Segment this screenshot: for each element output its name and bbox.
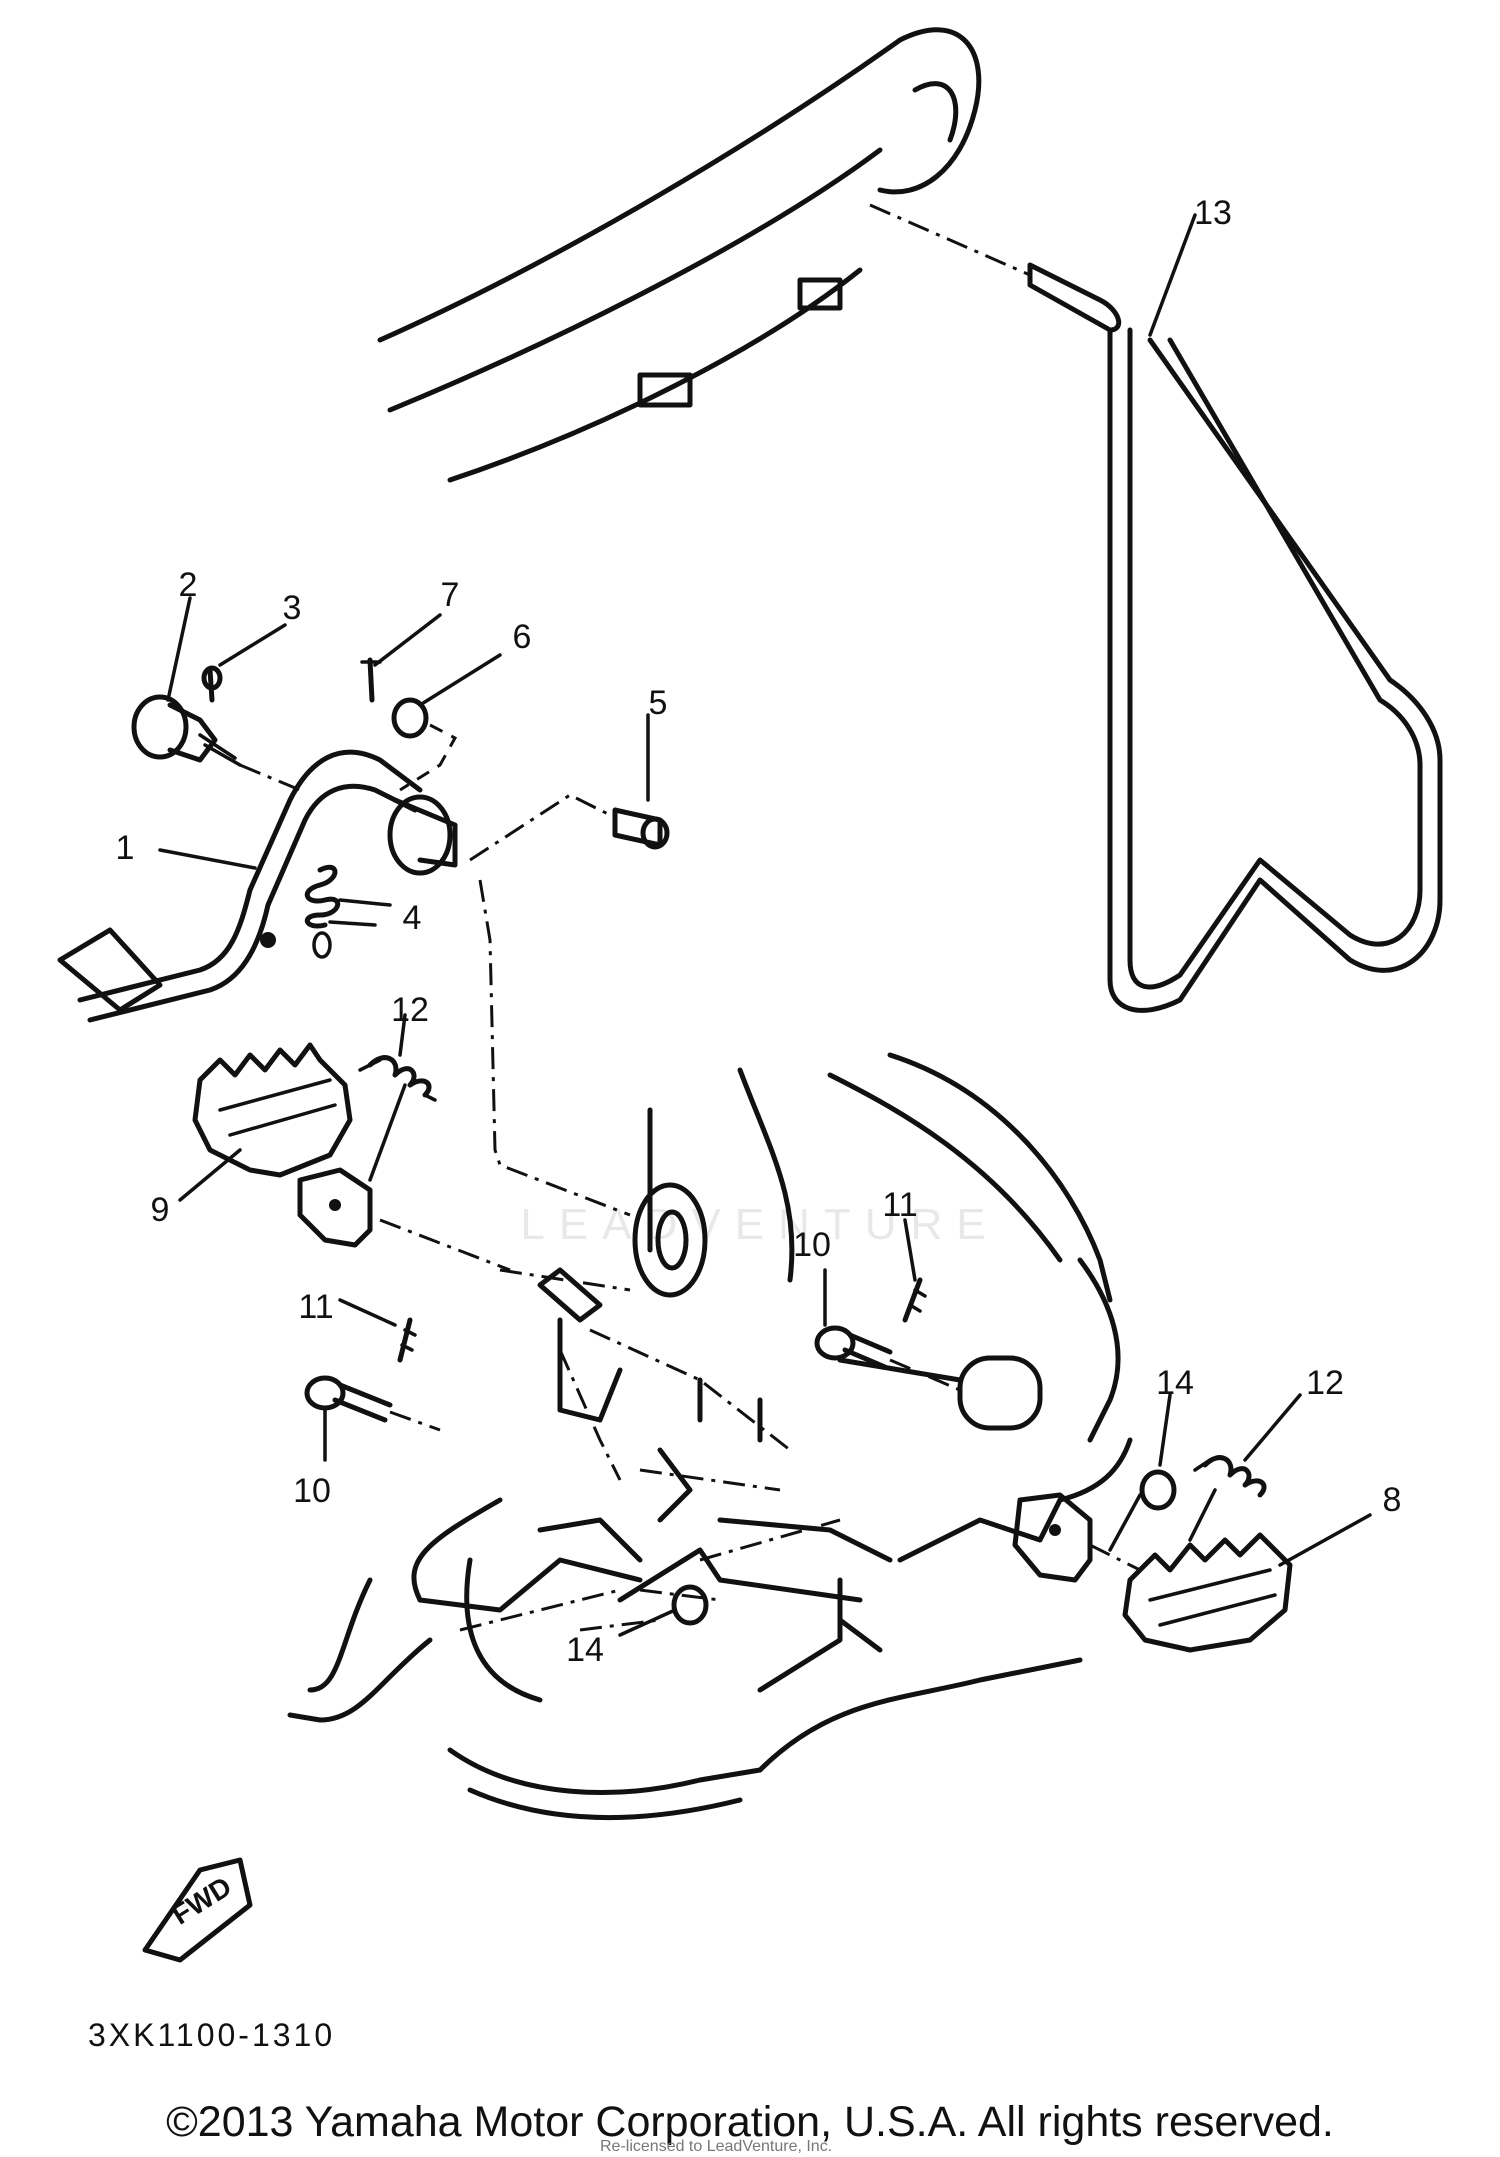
footrest-spring-12-right: [1188, 1455, 1267, 1542]
brake-pedal-1: [57, 749, 458, 1023]
callout-12-right: 12: [1306, 1364, 1344, 1402]
callout-14-left: 14: [566, 1631, 604, 1669]
callout-11-left: 11: [298, 1288, 334, 1326]
callout-7: 7: [440, 576, 460, 614]
callout-10-right: 10: [793, 1226, 831, 1264]
callout-2: 2: [178, 566, 198, 604]
callout-12-left: 12: [391, 991, 429, 1029]
callout-3: 3: [282, 589, 302, 627]
callout-leaders: [158, 213, 1372, 1637]
callout-14-right: 14: [1156, 1364, 1194, 1402]
callout-4: 4: [402, 899, 422, 937]
footrest-right-8: [1012, 1492, 1293, 1653]
pivot-bolt-2: [131, 694, 301, 792]
nut-6: [391, 697, 458, 792]
clip-11-right: [902, 1277, 927, 1323]
watermark: LEADVENTURE: [520, 1200, 1000, 1249]
callout-1: 1: [115, 829, 135, 867]
frame-lower-outline: [287, 1052, 1133, 1820]
frame-rail-outline: [377, 27, 982, 483]
callout-8: 8: [1382, 1481, 1402, 1519]
pin-10-right: [814, 1325, 961, 1392]
license-credit: Re-licensed to LeadVenture, Inc.: [600, 2138, 833, 2155]
callout-13: 13: [1194, 194, 1232, 232]
bolt-5: [469, 793, 670, 862]
side-stand-13: [869, 203, 1443, 1013]
part-diagram-code: 3XK1100-1310: [88, 2017, 336, 2053]
nut-14-left: [671, 1584, 709, 1626]
cotter-pin-7: [360, 657, 382, 703]
fwd-arrow-icon: [142, 1857, 253, 1963]
footrest-spring-12-left: [358, 1055, 437, 1182]
clip-11-left: [397, 1317, 417, 1363]
callout-6: 6: [512, 618, 532, 656]
cotter-pin-3: [201, 665, 223, 703]
footrest-left-9: [192, 1042, 511, 1272]
callout-11-right: 11: [882, 1186, 918, 1224]
callout-5: 5: [648, 684, 668, 722]
nut-14-right: [1108, 1469, 1177, 1552]
copyright-notice: ©2013 Yamaha Motor Corporation, U.S.A. A…: [166, 2098, 1334, 2146]
callout-9: 9: [150, 1191, 170, 1229]
pedal-mount-guide: [478, 879, 631, 1217]
pin-10-left: [304, 1375, 441, 1432]
return-spring-4: [305, 864, 392, 959]
callout-10-left: 10: [293, 1472, 331, 1510]
